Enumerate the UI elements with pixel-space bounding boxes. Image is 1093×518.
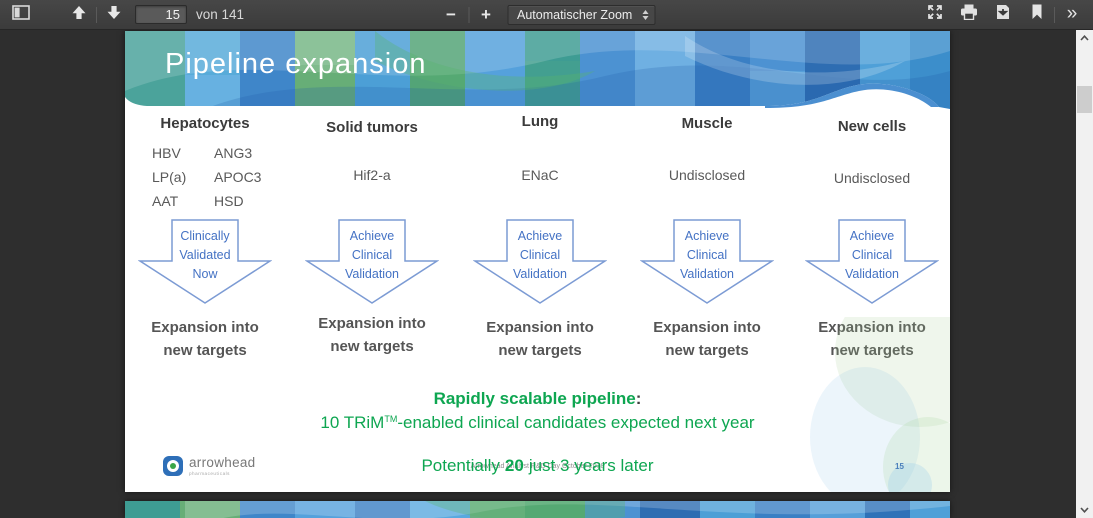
toolbar-divider <box>468 6 469 23</box>
pdf-page-16 <box>125 501 950 518</box>
pdf-toolbar: von 141 − + Automatischer Zoom <box>0 0 1093 30</box>
page-number-input[interactable] <box>135 5 187 24</box>
pipeline-column-new-cells: New cells Undisclosed Achieve Clinical V… <box>787 31 950 492</box>
column-header: Muscle <box>681 115 733 132</box>
toolbar-divider <box>1054 6 1055 23</box>
target-item: AAT <box>152 193 179 209</box>
printer-icon <box>960 4 978 25</box>
target-item: LP(a) <box>152 169 187 185</box>
pipeline-column-hepatocytes: Hepatocytes HBV ANG3 LP(a) APOC3 AAT HSD… <box>125 31 290 492</box>
brand-subtitle: pharmaceuticals <box>189 470 230 476</box>
scrollbar-thumb[interactable] <box>1077 86 1092 113</box>
chevron-up-icon <box>1080 35 1089 41</box>
page-count-label: von 141 <box>196 7 245 22</box>
slide-footnote: Arrowhead Analyst R&D Day October 2018 <box>470 463 605 470</box>
expansion-label: Expansion into new targets <box>151 319 259 359</box>
minus-icon: − <box>446 5 456 24</box>
slide-title: Pipeline expansion <box>165 48 427 80</box>
fullscreen-icon <box>927 4 943 25</box>
brand-name: arrowhead <box>189 455 256 470</box>
previous-page-button[interactable] <box>66 3 92 27</box>
arrowhead-logo: arrowhead pharmaceuticals <box>163 456 256 476</box>
toolbar-left-group: von 141 <box>0 3 244 27</box>
down-arrow-shape <box>473 219 607 304</box>
expansion-label: Expansion into new targets <box>318 315 426 355</box>
target-item: HSD <box>214 193 244 209</box>
select-carets-icon <box>642 9 648 20</box>
zoom-out-button[interactable]: − <box>438 3 464 27</box>
summary-line-2: 10 TRiMTM-enabled clinical candidates ex… <box>320 413 755 432</box>
arrow-label: Achieve Clinical Validation <box>680 229 734 281</box>
target-item: Hif2-a <box>353 167 391 183</box>
arrow-up-icon <box>71 5 87 25</box>
slide-header-banner <box>125 31 950 109</box>
pdf-viewport[interactable]: Pipeline expansion Hepatocytes HBV ANG3 … <box>0 30 1076 518</box>
download-icon <box>995 4 1011 25</box>
target-item: ANG3 <box>214 145 253 161</box>
down-arrow-shape <box>640 219 774 304</box>
sidebar-toggle-icon <box>12 4 30 25</box>
arrow-down-icon <box>106 5 122 25</box>
column-header: New cells <box>837 118 907 135</box>
arrow-label: Achieve Clinical Validation <box>513 229 567 281</box>
column-header: Hepatocytes <box>160 115 250 132</box>
next-page-button[interactable] <box>101 3 127 27</box>
summary-headline: Rapidly scalable pipeline: <box>433 389 642 408</box>
target-item: HBV <box>152 145 181 161</box>
target-item: Undisclosed <box>668 167 746 183</box>
decorative-leaves <box>810 317 950 492</box>
plus-icon: + <box>481 5 491 24</box>
print-button[interactable] <box>956 3 982 27</box>
target-item: Undisclosed <box>833 170 911 186</box>
vertical-scrollbar[interactable] <box>1076 30 1093 518</box>
bookmark-button[interactable] <box>1024 3 1050 27</box>
arrow-label: Clinically Validated Now <box>179 229 231 281</box>
column-header: Lung <box>521 113 559 130</box>
target-list: HBV ANG3 LP(a) APOC3 AAT HSD <box>152 141 284 213</box>
bookmark-icon <box>1031 4 1043 25</box>
pdf-page-15: Pipeline expansion Hepatocytes HBV ANG3 … <box>125 31 950 492</box>
arrow-label: Achieve Clinical Validation <box>845 229 899 281</box>
toolbar-divider <box>96 6 97 23</box>
toolbar-zoom-group: − + Automatischer Zoom <box>438 3 655 27</box>
down-arrow-shape <box>805 219 939 304</box>
zoom-select[interactable]: Automatischer Zoom <box>507 4 655 25</box>
target-item: ENaC <box>521 167 559 183</box>
expansion-label: Expansion into new targets <box>787 316 950 362</box>
column-header: Solid tumors <box>326 119 418 136</box>
down-arrow-shape <box>138 219 272 304</box>
presentation-mode-button[interactable] <box>922 3 948 27</box>
slide-page-number: 15 <box>895 462 904 471</box>
chevron-down-icon <box>1080 507 1089 513</box>
zoom-in-button[interactable]: + <box>473 3 499 27</box>
expansion-label: Expansion into new targets <box>486 319 594 359</box>
double-chevron-icon: » <box>1066 2 1078 24</box>
pipeline-column-lung: Lung ENaC Achieve Clinical Validation Ex… <box>455 31 625 492</box>
pipeline-column-solid-tumors: Solid tumors Hif2-a Achieve Clinical Val… <box>287 31 457 492</box>
download-button[interactable] <box>990 3 1016 27</box>
arrowhead-logo-icon <box>163 456 183 476</box>
expansion-label: Expansion into new targets <box>653 319 761 359</box>
toggle-sidebar-button[interactable] <box>8 3 34 27</box>
target-item: APOC3 <box>214 169 262 185</box>
scrollbar-up-button[interactable] <box>1076 30 1093 46</box>
next-slide-banner <box>125 501 950 518</box>
pipeline-column-muscle: Muscle Undisclosed Achieve Clinical Vali… <box>622 31 792 492</box>
more-tools-button[interactable]: » <box>1059 3 1085 27</box>
scrollbar-down-button[interactable] <box>1076 502 1093 518</box>
down-arrow-shape <box>305 219 439 304</box>
arrow-label: Achieve Clinical Validation <box>345 229 399 281</box>
toolbar-right-group: » <box>922 3 1093 27</box>
zoom-select-value: Automatischer Zoom <box>517 7 633 22</box>
